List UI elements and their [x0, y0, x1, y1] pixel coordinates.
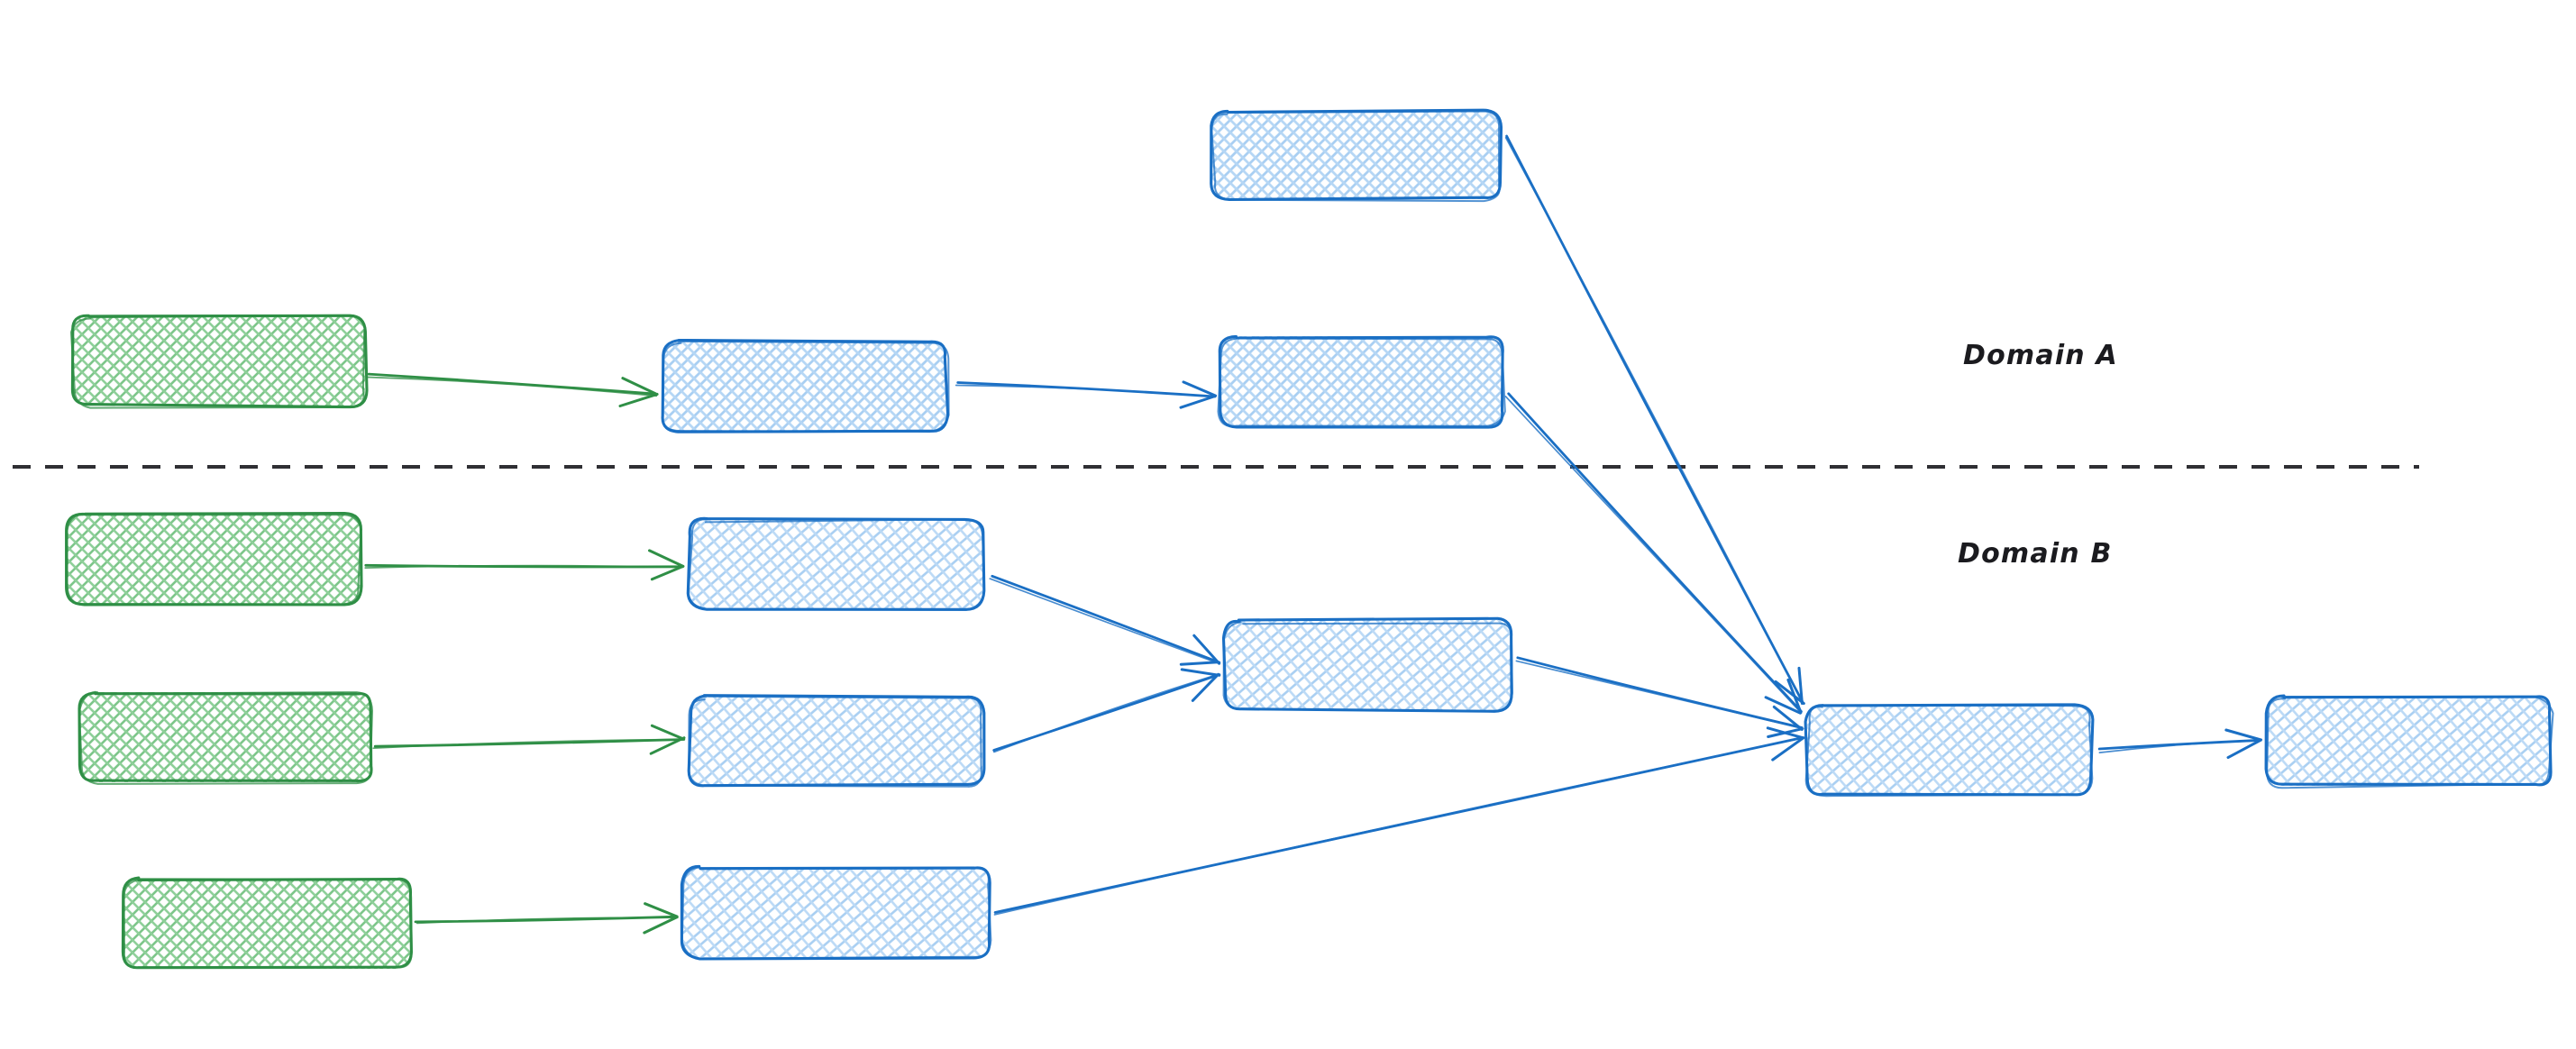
edge-shaft [989, 578, 1219, 664]
node-outline-echo [687, 518, 985, 611]
node-b-src-3[interactable] [121, 876, 414, 971]
node-fill [79, 692, 372, 782]
edge-a-proc-0-to-b-sink[interactable] [1504, 134, 1805, 706]
edge-arrowhead-barb-0 [618, 392, 659, 407]
node-fill [1212, 111, 1501, 199]
edge-arrowhead-barb-0 [643, 916, 679, 935]
edge-shaft [364, 564, 684, 569]
edge-shaft [367, 372, 658, 396]
node-fill [662, 341, 946, 431]
node-fill [72, 315, 365, 406]
node-outline-echo [2266, 696, 2554, 789]
node-fill [690, 696, 982, 786]
edge-a-proc-1-to-a-proc-2[interactable] [955, 380, 1218, 409]
node-outline-echo [1210, 110, 1501, 203]
edge-arrowhead-barb-1 [1180, 668, 1221, 677]
edge-a-src-1-to-a-proc-1[interactable] [366, 372, 659, 407]
labels-layer: Domain A Domain B [1958, 340, 2118, 570]
edge-b-src-2-to-b-proc-2[interactable] [372, 724, 686, 755]
node-a-src-1[interactable] [69, 314, 369, 409]
node-a-proc-1[interactable] [661, 338, 950, 433]
node-outline-echo [688, 695, 982, 788]
node-b-proc-3[interactable] [680, 864, 992, 961]
edge-arrowhead-barb-1 [2224, 728, 2262, 742]
edge-arrowhead-barb-1 [644, 902, 679, 918]
node-fill [1224, 620, 1512, 710]
label-domain-b: Domain B [1958, 538, 2113, 570]
edge-arrowhead-barb-1 [1192, 634, 1221, 665]
node-b-proc-1[interactable] [686, 516, 986, 611]
node-outline-echo [1804, 704, 2094, 798]
node-outline [1210, 108, 1503, 202]
edge-shaft [372, 738, 685, 750]
node-fill [68, 514, 361, 604]
node-fill [2267, 696, 2551, 786]
edge-arrowhead-barb-0 [1774, 680, 1805, 706]
edge-shaft [366, 376, 658, 397]
node-outline-echo [1217, 337, 1506, 427]
edge-b-proc-2-to-b-merge[interactable] [992, 668, 1221, 753]
node-outline-echo [681, 866, 992, 960]
edge-shaft [1504, 396, 1802, 714]
node-outline-echo [662, 340, 950, 433]
edge-arrowhead-barb-0 [1771, 736, 1805, 762]
node-outline-echo [66, 514, 362, 607]
edge-shaft [1504, 136, 1804, 705]
nodes-layer [65, 108, 2554, 971]
node-outline [687, 694, 986, 788]
edge-a-proc-2-to-b-sink[interactable] [1504, 392, 1803, 715]
edge-arrowhead-barb-1 [1766, 726, 1804, 740]
edge-arrowhead-barb-1 [1797, 666, 1804, 705]
node-outline-echo [69, 314, 366, 409]
edge-shaft [416, 917, 679, 925]
edge-arrowhead-barb-0 [650, 564, 685, 581]
edge-shaft [1507, 392, 1803, 713]
node-b-src-1[interactable] [65, 512, 363, 607]
label-domain-a: Domain A [1963, 340, 2118, 371]
node-fill [690, 518, 982, 608]
node-outline-echo [78, 690, 373, 785]
node-b-final[interactable] [2264, 694, 2554, 789]
node-b-proc-2[interactable] [687, 694, 986, 788]
edge-shaft [1515, 660, 1804, 730]
edge-b-src-3-to-b-proc-3[interactable] [414, 902, 679, 935]
node-outline-echo [123, 878, 413, 969]
node-outline-echo [1222, 621, 1513, 712]
edge-arrowhead-barb-1 [621, 377, 657, 396]
node-b-sink[interactable] [1804, 703, 2095, 798]
node-fill [123, 879, 412, 969]
edge-arrowhead-barb-1 [1772, 705, 1804, 731]
edge-shaft [991, 574, 1221, 664]
edge-b-src-1-to-b-proc-1[interactable] [364, 549, 685, 581]
node-b-src-2[interactable] [78, 690, 374, 785]
edge-arrowhead-barb-0 [2226, 739, 2261, 760]
edge-arrowhead-barb-0 [1191, 672, 1219, 702]
node-outline [1218, 334, 1504, 429]
edge-shaft [2098, 740, 2262, 753]
node-fill [683, 867, 990, 957]
edge-arrowhead-barb-1 [650, 724, 685, 741]
edge-arrowhead-barb-0 [649, 736, 686, 755]
edge-arrowhead-barb-1 [648, 549, 685, 568]
edges-layer [364, 134, 2262, 935]
node-a-proc-0[interactable] [1210, 108, 1503, 203]
node-a-proc-2[interactable] [1217, 334, 1506, 429]
edge-arrowhead-barb-0 [1179, 661, 1219, 666]
edge-shaft [993, 737, 1804, 916]
edge-b-proc-1-to-b-merge[interactable] [989, 574, 1221, 666]
edge-shaft [955, 384, 1217, 397]
node-fill [1807, 705, 2091, 795]
edge-arrowhead-barb-1 [1786, 678, 1803, 715]
node-b-merge[interactable] [1221, 616, 1514, 713]
node-fill [1219, 336, 1503, 426]
edge-b-proc-3-to-b-sink[interactable] [993, 726, 1805, 916]
edge-arrowhead-barb-0 [1179, 395, 1217, 409]
edge-arrowhead-barb-1 [1182, 380, 1218, 397]
edge-b-sink-to-b-final[interactable] [2097, 728, 2262, 760]
edge-shaft [993, 673, 1219, 753]
edge-arrowhead-barb-0 [1764, 696, 1802, 715]
